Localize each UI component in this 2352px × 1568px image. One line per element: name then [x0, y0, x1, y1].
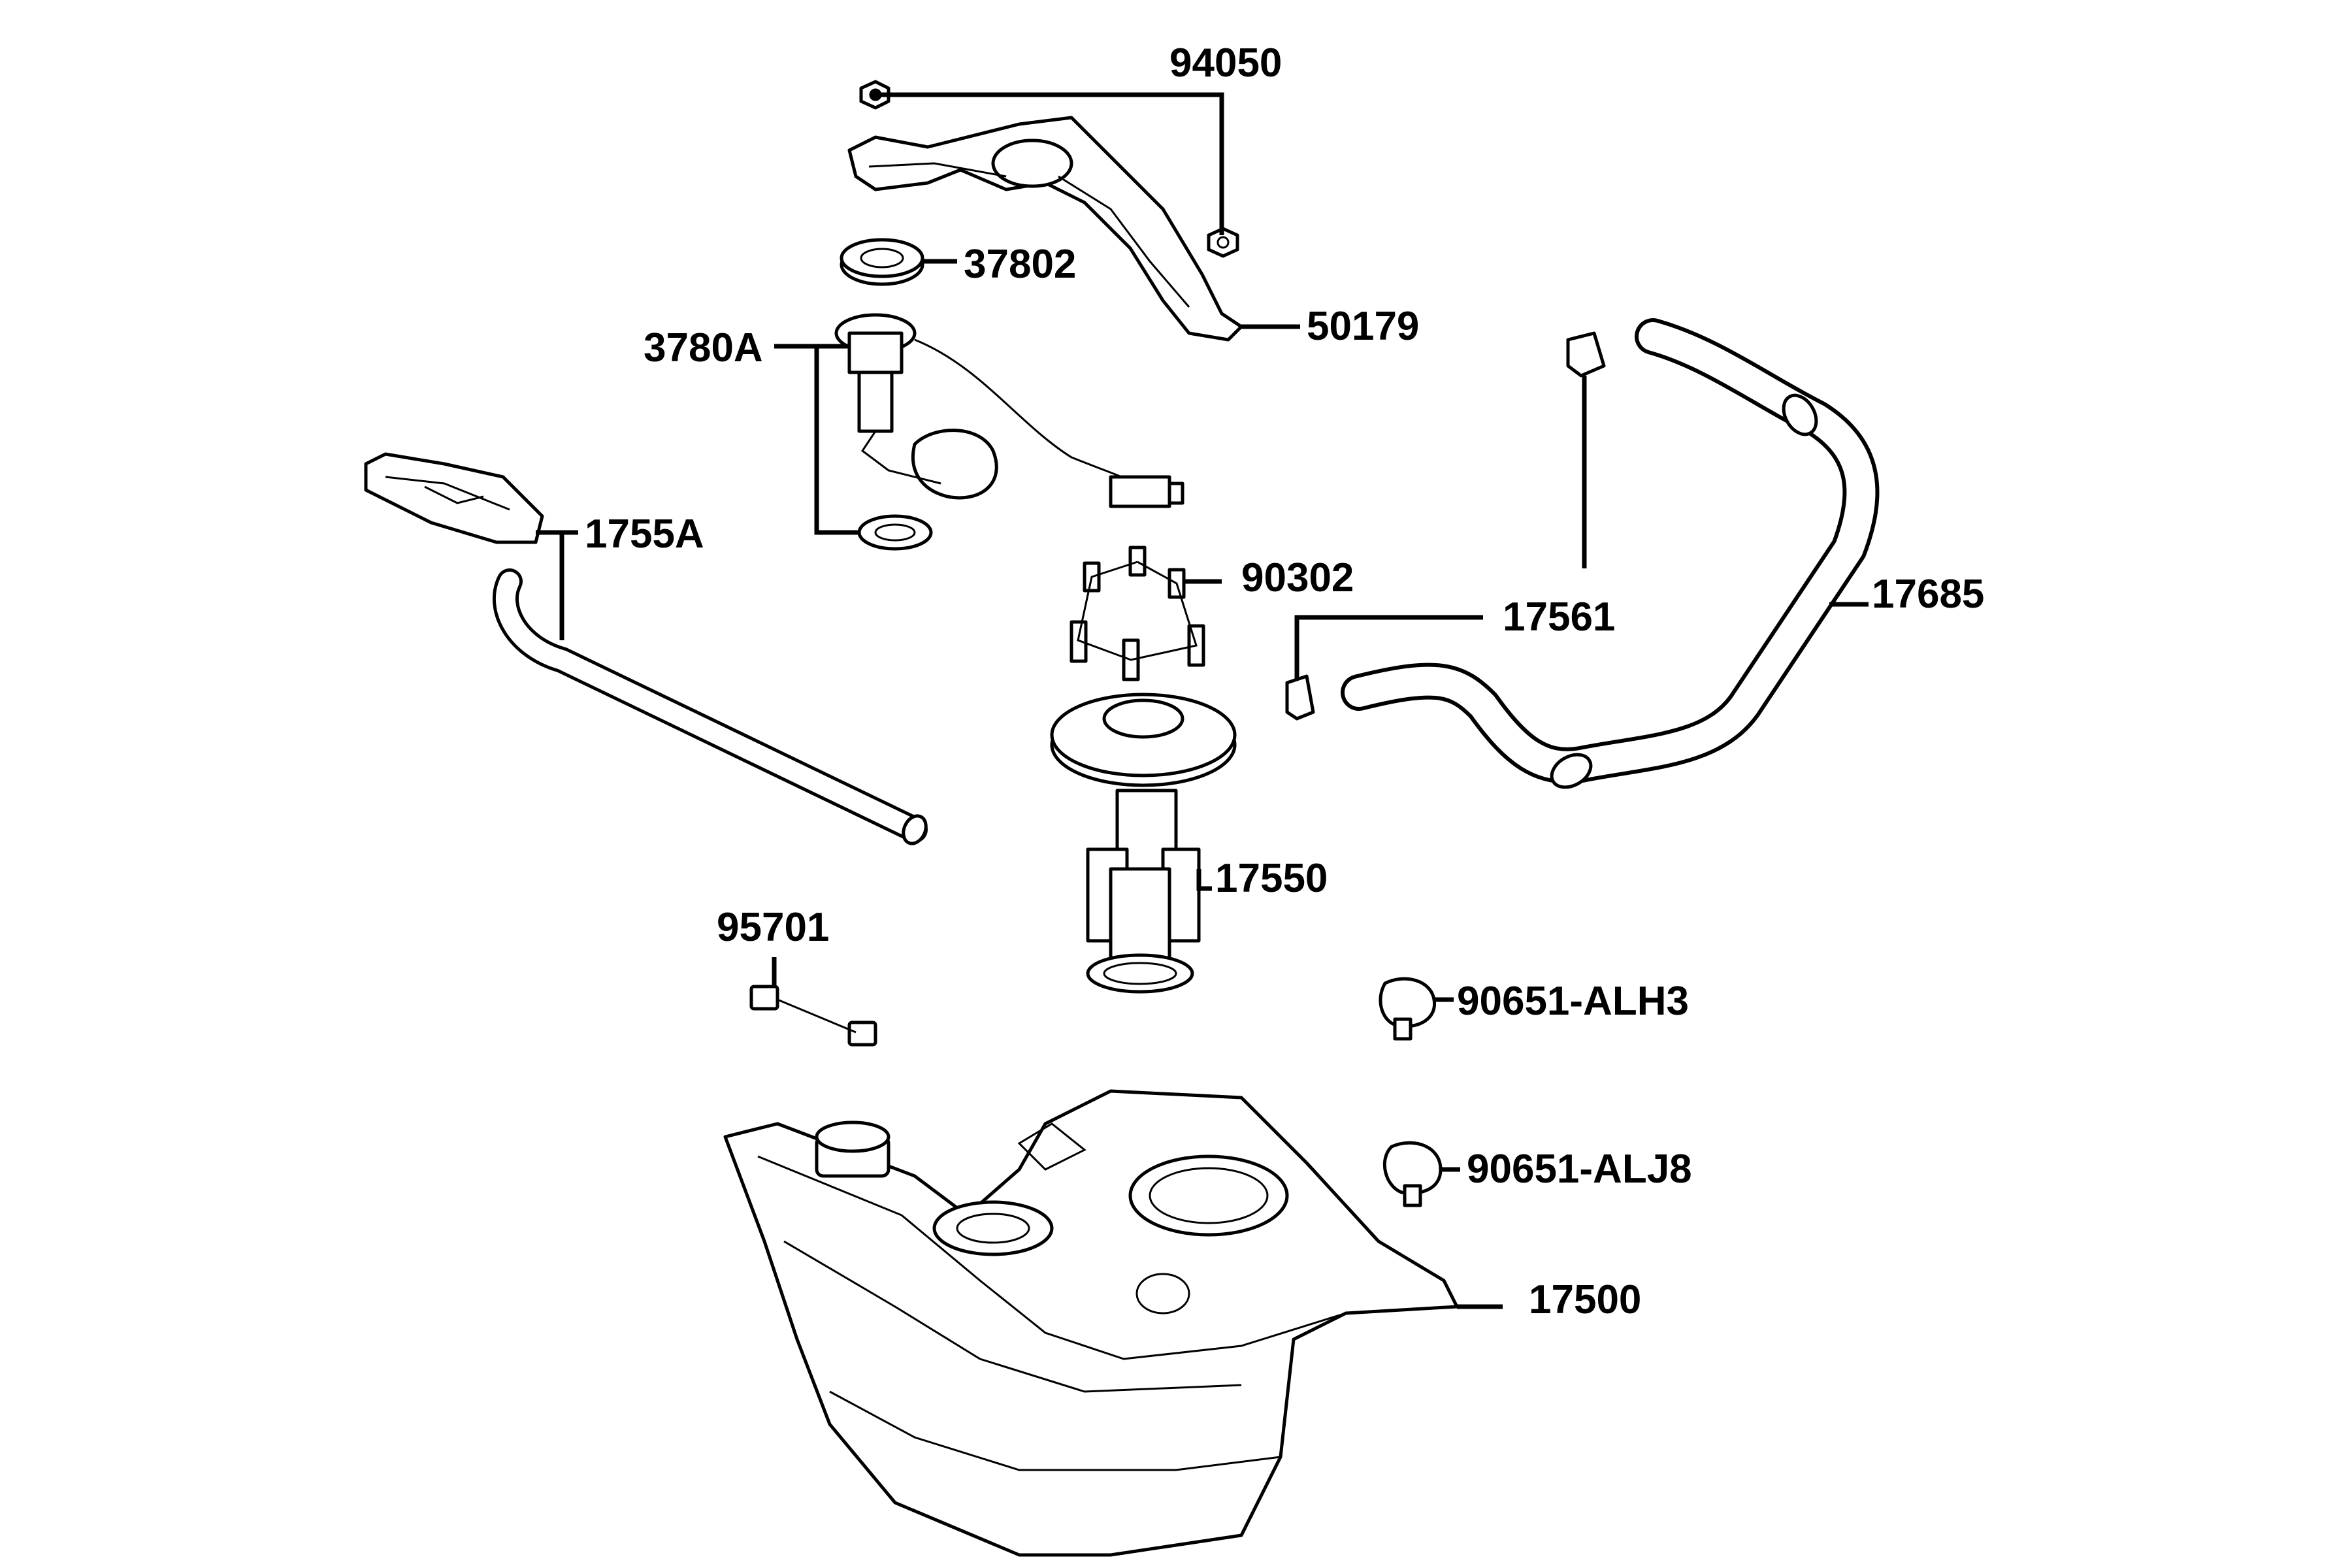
vent-hose-1755A [492, 568, 928, 845]
bracket-assembly [847, 80, 1243, 342]
seal-ring-37802 [840, 238, 924, 286]
label-37802: 37802 [964, 242, 1076, 287]
label-95701: 95701 [717, 905, 829, 950]
label-17500: 17500 [1529, 1277, 1641, 1322]
label-90302: 90302 [1241, 555, 1354, 600]
label-90651-ALJ8: 90651-ALJ8 [1467, 1147, 1692, 1192]
part-labels: 94050 37802 50179 3780A 1755A 90302 1756… [585, 41, 1984, 1322]
label-50179: 50179 [1307, 304, 1419, 349]
label-17550: 17550 [1215, 856, 1328, 901]
fuel-pump-module-17550 [1050, 693, 1237, 994]
label-1755A: 1755A [585, 512, 704, 557]
leader-lines [536, 90, 1869, 1309]
label-3780A: 3780A [644, 325, 763, 370]
clamp-90651-ALH3 [1379, 977, 1436, 1041]
hose-17685 [1341, 318, 1880, 789]
label-90651-ALH3: 90651-ALH3 [1457, 979, 1689, 1024]
label-17561: 17561 [1503, 595, 1615, 640]
pump-seal-ring [857, 514, 933, 551]
clips-17561 [1285, 331, 1606, 721]
vent-bracket-1755A [364, 452, 544, 544]
label-17685: 17685 [1872, 572, 1984, 617]
bolts-95701 [749, 985, 877, 1047]
bolts-90302 [1070, 546, 1205, 681]
label-94050: 94050 [1169, 41, 1282, 86]
fuel-pump-3780A [834, 313, 1184, 508]
clamp-90651-ALJ8 [1382, 1141, 1443, 1207]
fuel-tank-17500 [723, 1089, 1459, 1557]
